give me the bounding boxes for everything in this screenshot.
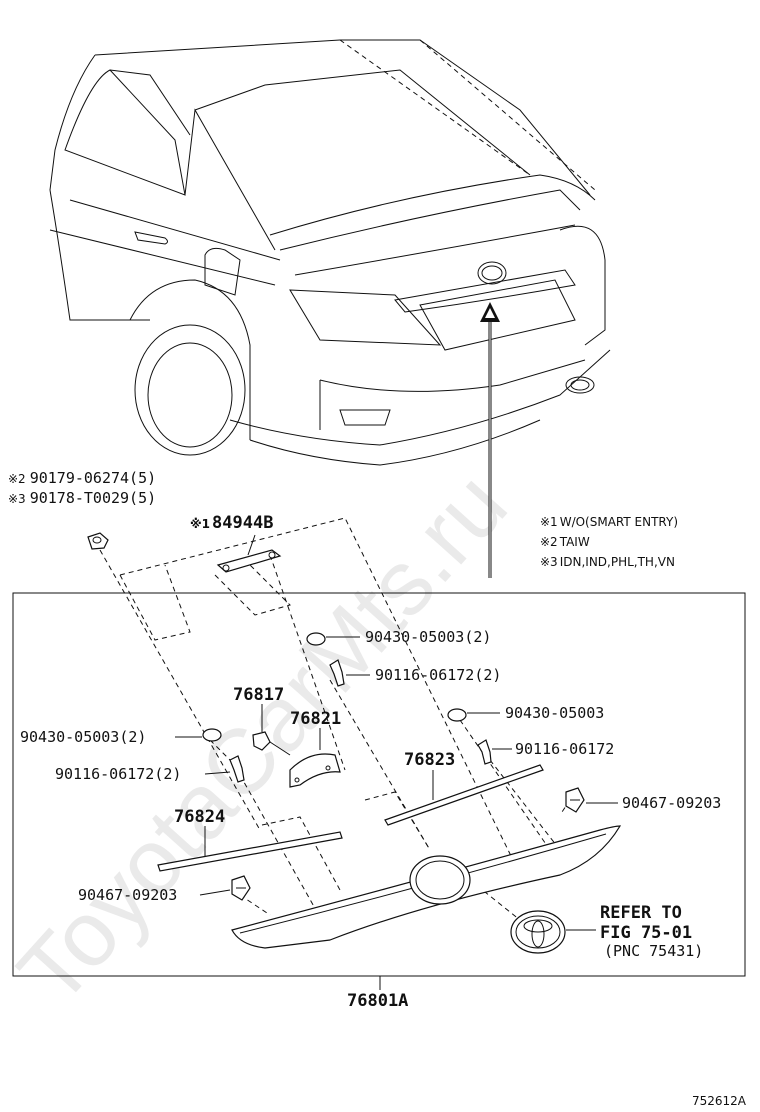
figure-id: 752612A xyxy=(692,1094,747,1108)
bolt-part-90116-l xyxy=(204,755,245,783)
assembly-frame xyxy=(12,592,746,977)
bolt-part-90116-r1 xyxy=(329,659,370,687)
car-rear-illustration xyxy=(49,39,611,466)
garnish-part-76801a xyxy=(231,825,622,949)
label-76821: 76821 xyxy=(290,709,341,729)
label-90430-l: 90430-05003(2) xyxy=(20,728,146,746)
clip-part-90467-r xyxy=(565,787,618,813)
label-76824: 76824 xyxy=(174,807,225,827)
toyota-emblem-icon xyxy=(510,910,596,954)
washer-part-90430-l xyxy=(175,728,222,742)
dashed-leaders xyxy=(99,517,571,936)
nut-part-90179 xyxy=(87,532,109,550)
molding-part-76824 xyxy=(157,831,343,872)
refer-line-1: REFER TO xyxy=(600,903,682,923)
label-76801a: 76801A xyxy=(347,991,408,1011)
molding-part-76823 xyxy=(384,764,544,826)
bracket-part-76821 xyxy=(289,753,341,788)
label-90467-r: 90467-09203 xyxy=(622,794,721,812)
washer-part-90430-r2 xyxy=(447,708,500,722)
bracket-part-84944b xyxy=(216,534,282,573)
label-90430-r1: 90430-05003(2) xyxy=(365,628,491,646)
label-90467-l: 90467-09203 xyxy=(78,886,177,904)
label-90116-r1: 90116-06172(2) xyxy=(375,666,501,684)
clip-part-76817 xyxy=(252,731,291,756)
label-90116-r2: 90116-06172 xyxy=(515,740,614,758)
refer-line-2: FIG 75-01 xyxy=(600,923,692,943)
refer-line-3: (PNC 75431) xyxy=(604,942,703,960)
location-arrow xyxy=(480,302,500,578)
clip-part-90467-l xyxy=(199,875,251,901)
washer-part-90430-r1 xyxy=(306,632,360,646)
label-90430-r2: 90430-05003 xyxy=(505,704,604,722)
bolt-part-90116-r2 xyxy=(477,739,512,765)
label-76823: 76823 xyxy=(404,750,455,770)
label-90116-l: 90116-06172(2) xyxy=(55,765,181,783)
label-76817: 76817 xyxy=(233,685,284,705)
